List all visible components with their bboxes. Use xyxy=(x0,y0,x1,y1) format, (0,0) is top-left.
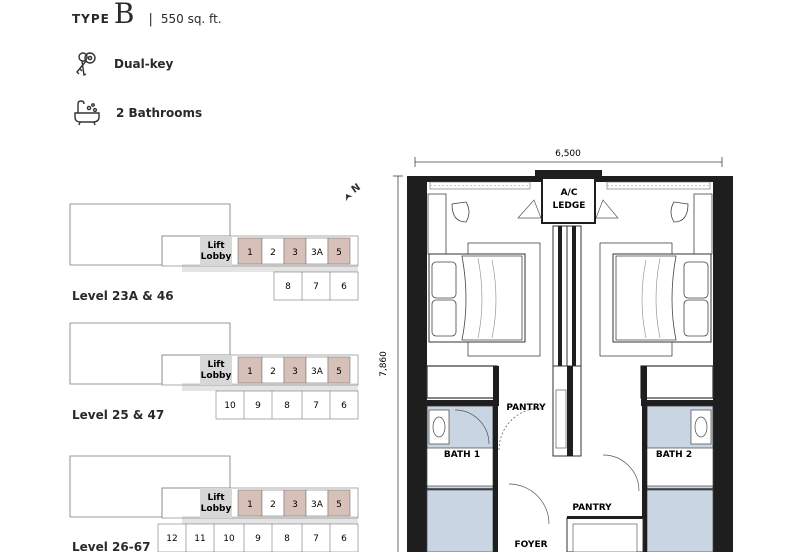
unit-number: 5 xyxy=(336,500,342,510)
unit-number: 6 xyxy=(341,282,347,292)
key-plan-level-label: Level 23A & 46 xyxy=(72,289,174,303)
feature-label: 2 Bathrooms xyxy=(116,106,203,120)
unit-number: 2 xyxy=(270,367,276,377)
key-plans: N Lift Lobby 1 2 3 3A 5 8 7 6 xyxy=(69,182,363,552)
unit-number: 6 xyxy=(341,534,347,544)
type-letter: B xyxy=(113,0,135,30)
feature-bathrooms: 2 Bathrooms xyxy=(72,98,202,128)
unit-number: 12 xyxy=(166,534,177,544)
pantry-label: PANTRY xyxy=(506,403,546,413)
feature-label: Dual-key xyxy=(114,57,174,71)
header-separator: | xyxy=(148,12,153,27)
unit-number: 3A xyxy=(311,367,324,377)
unit-number: 9 xyxy=(255,401,261,411)
keys-icon xyxy=(76,52,96,77)
unit-number: 8 xyxy=(285,282,291,292)
bathtub-icon xyxy=(74,100,100,126)
unit-number: 9 xyxy=(255,534,261,544)
feature-dual-key: Dual-key xyxy=(72,50,173,78)
bath2-label: BATH 2 xyxy=(656,450,692,460)
unit-number: 8 xyxy=(284,401,290,411)
unit-number: 3A xyxy=(311,500,324,510)
unit-number: 6 xyxy=(341,401,347,411)
unit-number: 10 xyxy=(223,534,235,544)
unit-number: 10 xyxy=(224,401,236,411)
foyer-label: FOYER xyxy=(514,540,547,550)
key-plan-level-label: Level 26-67 xyxy=(72,540,151,554)
unit-number: 2 xyxy=(270,500,276,510)
north-label: N xyxy=(350,182,363,196)
unit-number: 2 xyxy=(270,248,276,258)
type-label: TYPE xyxy=(72,12,110,26)
bath1-label: BATH 1 xyxy=(444,450,480,460)
unit-number: 8 xyxy=(284,534,290,544)
key-plan-2: Lift Lobby 1 2 3 3A 5 10 9 8 7 6 xyxy=(69,322,359,420)
unit-type-header: TYPE B | 550 sq. ft. xyxy=(72,0,222,30)
lift-lobby-label: Lobby xyxy=(201,504,232,514)
unit-number: 3 xyxy=(292,248,298,258)
unit-number: 5 xyxy=(336,367,342,377)
unit-number: 1 xyxy=(247,367,253,377)
unit-number: 3 xyxy=(292,367,298,377)
height-dimension: 7,860 xyxy=(379,351,389,377)
ac-ledge-label: LEDGE xyxy=(553,201,586,211)
width-dimension: 6,500 xyxy=(555,149,581,159)
ac-ledge-label: A/C xyxy=(561,188,578,198)
key-plan-3: Lift Lobby 1 2 3 3A 5 12 11 10 9 8 7 6 xyxy=(69,455,359,552)
lift-lobby-label: Lift xyxy=(207,360,225,370)
north-arrow-icon xyxy=(346,194,353,202)
key-plan-1: Lift Lobby 1 2 3 3A 5 8 7 6 xyxy=(69,203,359,301)
unit-number: 11 xyxy=(194,534,205,544)
unit-number: 7 xyxy=(313,401,319,411)
lift-lobby-label: Lift xyxy=(207,241,225,251)
unit-number: 1 xyxy=(247,248,253,258)
lift-lobby-label: Lobby xyxy=(201,252,232,262)
unit-number: 3 xyxy=(292,500,298,510)
lift-lobby-label: Lift xyxy=(207,493,225,503)
floor-plan: 6,500 7,860 A/C LEDGE xyxy=(379,149,733,552)
unit-number: 5 xyxy=(336,248,342,258)
key-plan-level-label: Level 25 & 47 xyxy=(72,408,165,422)
unit-number: 3A xyxy=(311,248,324,258)
unit-number: 7 xyxy=(313,534,319,544)
unit-area: 550 sq. ft. xyxy=(160,12,222,26)
unit-number: 7 xyxy=(313,282,319,292)
pantry-label: PANTRY xyxy=(572,503,612,513)
unit-number: 1 xyxy=(247,500,253,510)
lift-lobby-label: Lobby xyxy=(201,371,232,381)
